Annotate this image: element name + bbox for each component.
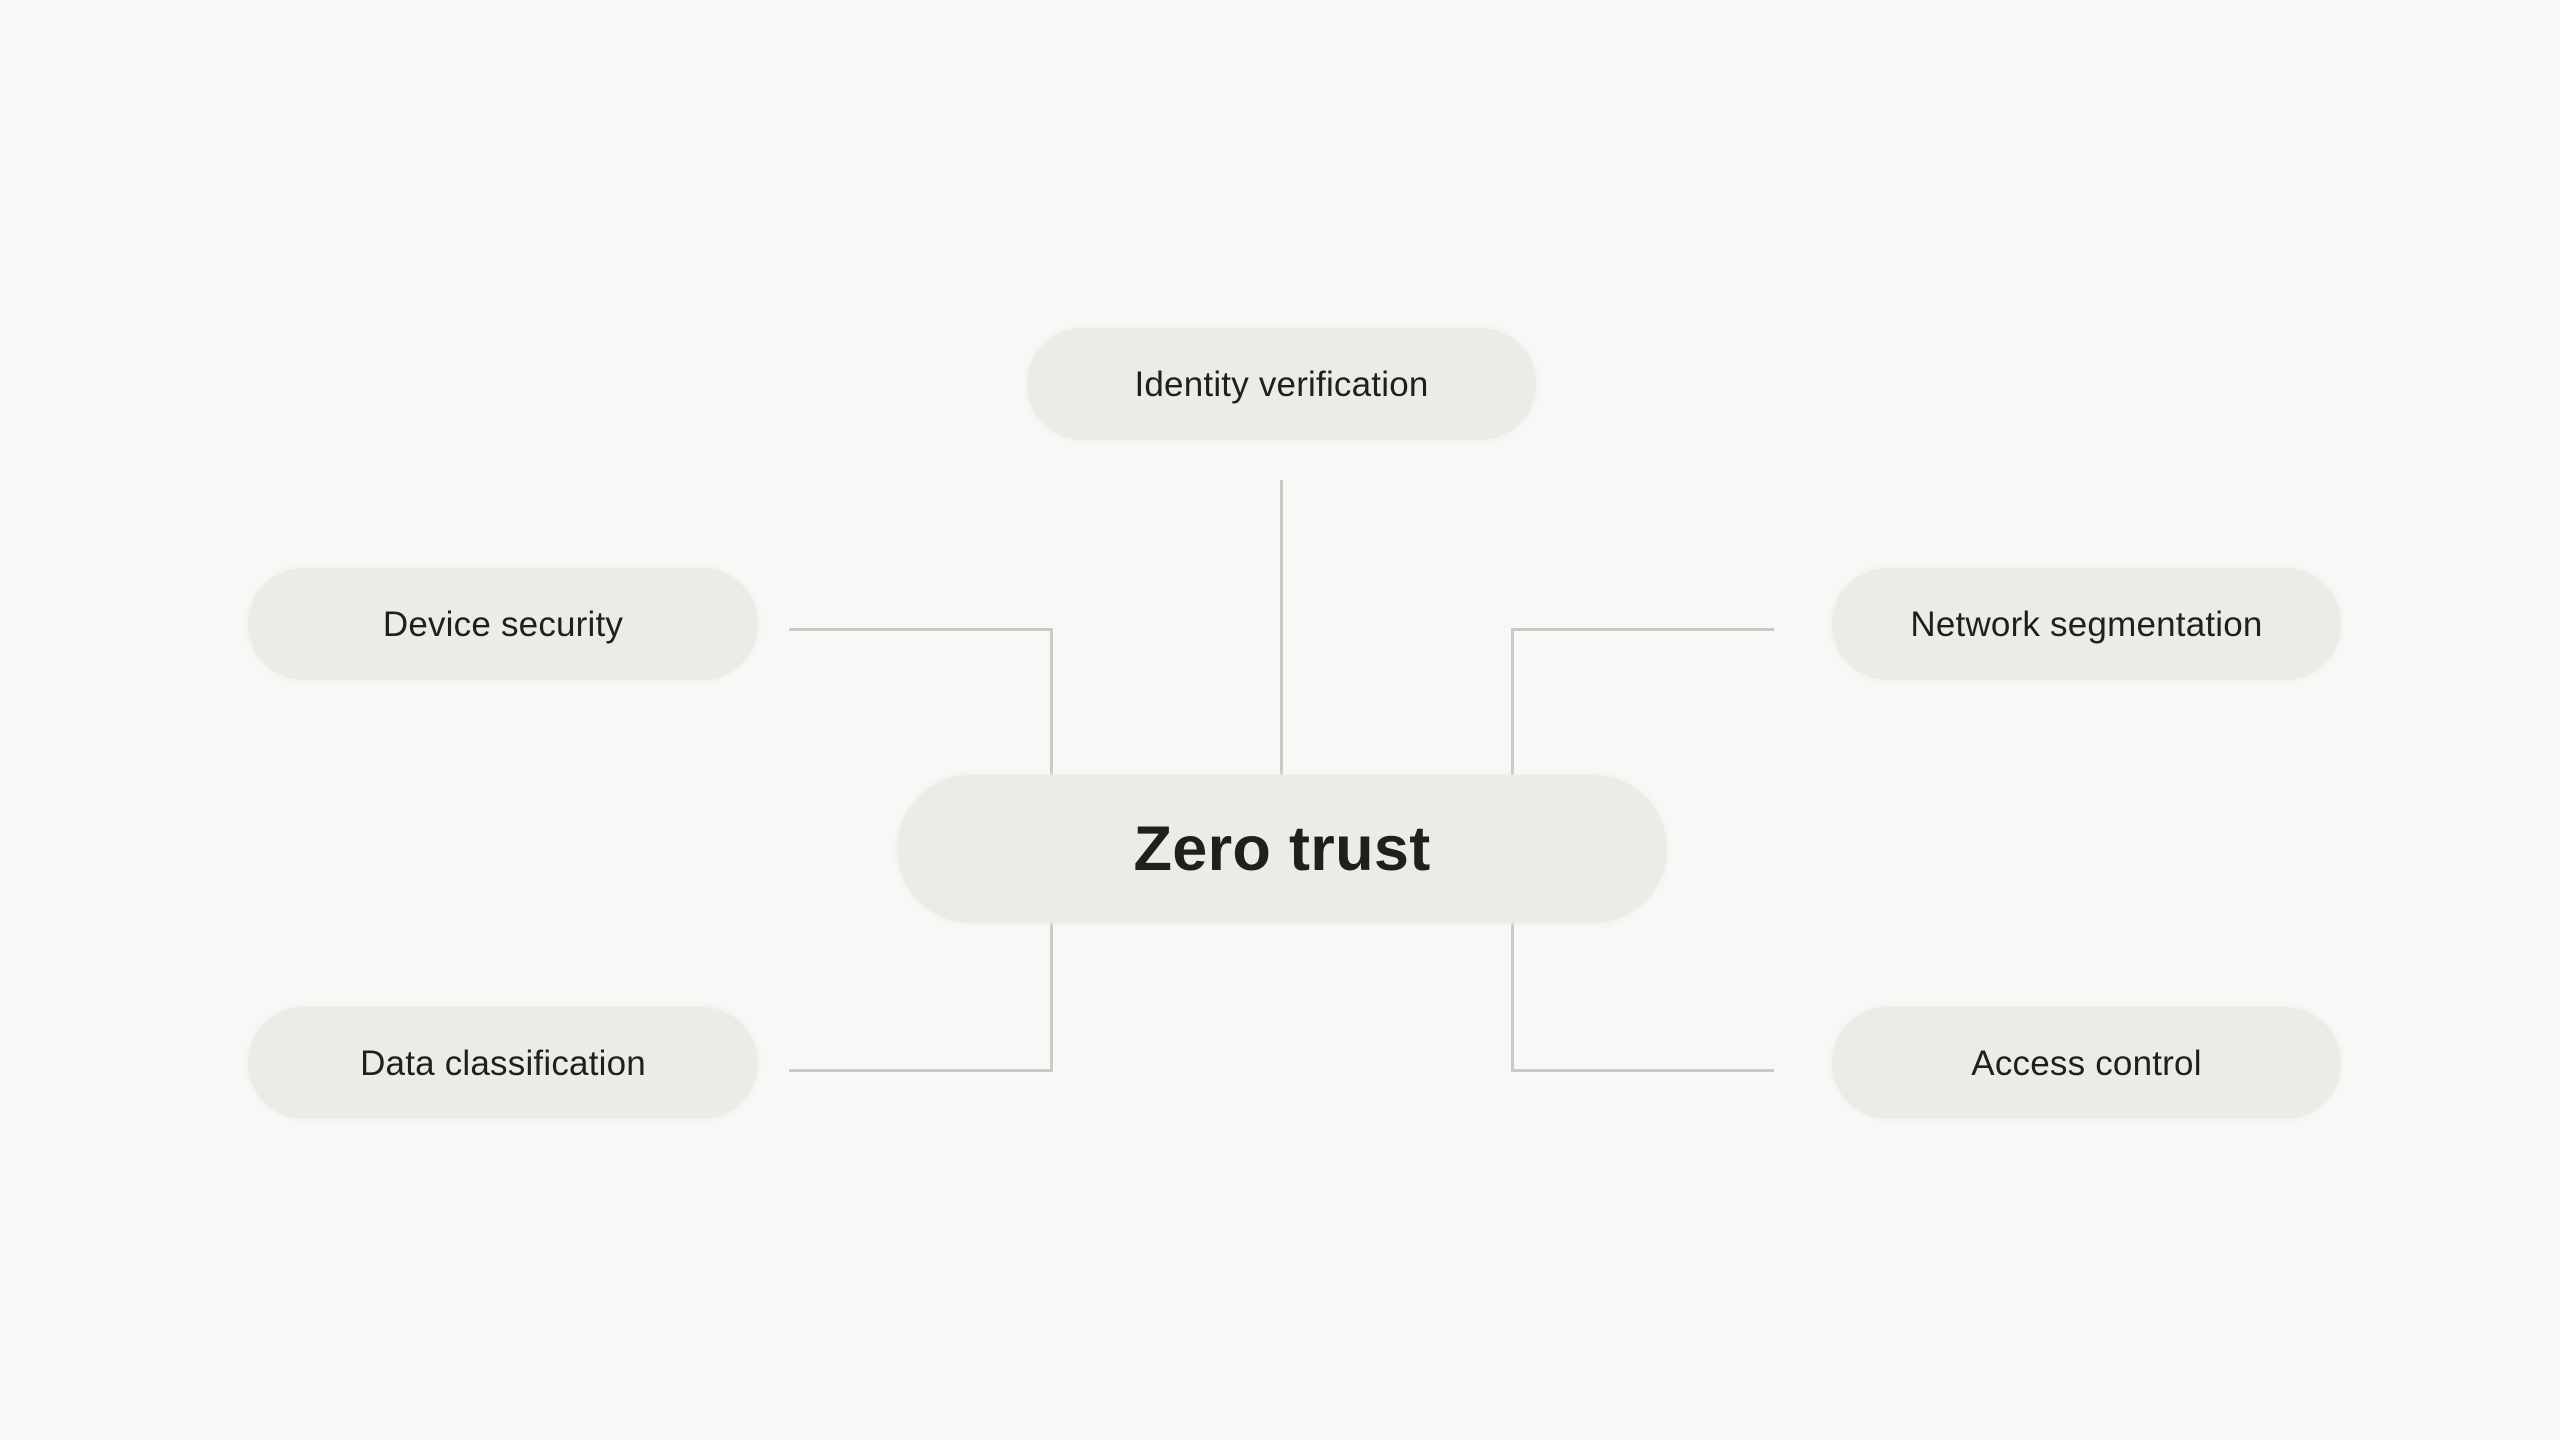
- connector-data-vertical: [1050, 922, 1053, 1072]
- node-network-segmentation[interactable]: Network segmentation: [1832, 568, 2341, 680]
- center-label: Zero trust: [1133, 813, 1431, 884]
- node-device-security[interactable]: Device security: [248, 568, 758, 680]
- node-data-classification[interactable]: Data classification: [248, 1007, 758, 1119]
- node-label: Access control: [1971, 1043, 2202, 1083]
- connector-device-horizontal: [789, 628, 1053, 631]
- node-label: Device security: [382, 604, 624, 644]
- connector-network-horizontal: [1511, 628, 1774, 631]
- connector-data-horizontal: [789, 1069, 1053, 1072]
- node-zero-trust-center[interactable]: Zero trust: [897, 775, 1667, 923]
- connector-access-vertical: [1511, 922, 1514, 1072]
- connector-identity: [1280, 480, 1283, 776]
- node-label: Network segmentation: [1910, 604, 2263, 644]
- connector-access-horizontal: [1511, 1069, 1774, 1072]
- connector-device-vertical: [1050, 628, 1053, 776]
- node-access-control[interactable]: Access control: [1832, 1007, 2341, 1119]
- connector-network-vertical: [1511, 628, 1514, 776]
- node-label: Data classification: [360, 1043, 646, 1083]
- node-identity-verification[interactable]: Identity verification: [1027, 328, 1536, 440]
- node-label: Identity verification: [1134, 364, 1429, 404]
